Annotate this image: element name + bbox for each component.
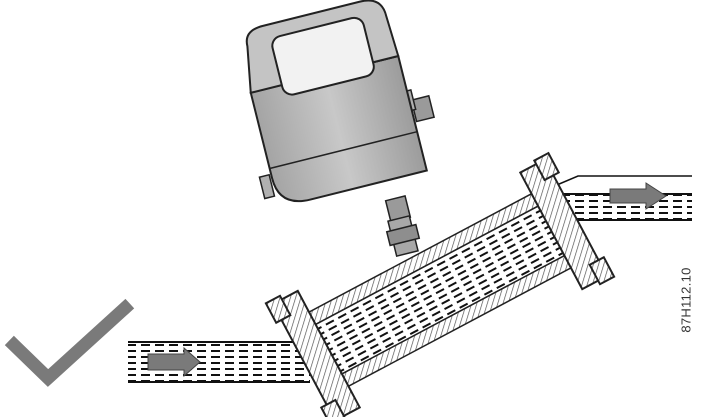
checkmark-icon [4,298,135,387]
figure-reference-code: 87H112.10 [678,267,694,333]
display-window [271,16,375,96]
flow-arrow-icon [609,182,667,210]
inlet-flange [264,289,362,417]
flow-arrow-icon [147,346,201,378]
transmitter-housing [245,0,436,203]
meter-body [264,151,616,417]
outlet-flange [518,151,616,291]
transmitter-neck [384,194,421,258]
